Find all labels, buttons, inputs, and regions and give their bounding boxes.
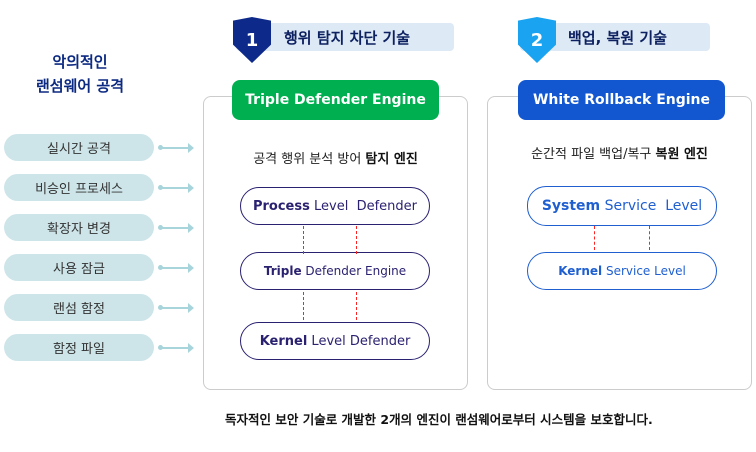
attack-title-line2: 랜섬웨어 공격 — [35, 77, 125, 95]
tech1-subtitle: 공격 행위 분석 방어 탐지 엔진 — [203, 148, 468, 167]
down-arrow-icon — [303, 292, 304, 320]
subtitle-text: 순간적 파일 백업/복구 — [531, 147, 656, 162]
attack-item: 함정 파일 — [4, 334, 154, 361]
level-system: System Service Level — [527, 186, 717, 226]
level-bold: Triple — [263, 264, 302, 278]
tech1-engine-label: Triple Defender Engine — [232, 80, 439, 120]
arrow-icon — [158, 263, 194, 273]
level-kernel: Kernel Level Defender — [240, 322, 430, 360]
level-bold: Process — [252, 198, 310, 214]
up-arrow-icon — [356, 226, 357, 254]
level-bold: Kernel — [259, 333, 308, 349]
shield-icon: 2 — [518, 17, 556, 63]
level-kernel-service: Kernel Service Level — [527, 252, 717, 290]
tech1-header: 행위 탐지 차단 기술 — [236, 23, 454, 51]
level-bold: System — [541, 198, 601, 214]
attack-item: 실시간 공격 — [4, 134, 154, 161]
down-arrow-icon — [594, 226, 595, 250]
level-rest: Service Level — [600, 198, 703, 214]
attack-item: 사용 잠금 — [4, 254, 154, 281]
shield-icon: 1 — [233, 17, 271, 63]
footer-caption: 독자적인 보안 기술로 개발한 2개의 엔진이 랜섬웨어로부터 시스템을 보호합… — [225, 412, 653, 427]
arrow-icon — [158, 223, 194, 233]
level-triple: Triple Defender Engine — [240, 252, 430, 290]
up-arrow-icon — [649, 226, 650, 250]
attack-title-line1: 악의적인 — [52, 53, 108, 71]
down-arrow-icon — [303, 226, 304, 254]
attack-item: 비승인 프로세스 — [4, 174, 154, 201]
tech2-panel — [487, 96, 752, 390]
up-arrow-icon — [356, 292, 357, 320]
level-process: Process Level Defender — [240, 187, 430, 225]
arrow-icon — [158, 143, 194, 153]
level-rest: Level Defender — [307, 333, 411, 349]
level-rest: Level Defender — [309, 198, 417, 214]
level-rest: Defender Engine — [301, 264, 407, 278]
level-bold: Kernel — [558, 264, 603, 278]
attack-item: 확장자 변경 — [4, 214, 154, 241]
subtitle-bold: 탐지 엔진 — [365, 152, 418, 167]
subtitle-text: 공격 행위 분석 방어 — [253, 152, 366, 167]
subtitle-bold: 복원 엔진 — [655, 147, 708, 162]
tech2-engine-label: White Rollback Engine — [518, 80, 725, 120]
tech2-subtitle: 순간적 파일 백업/복구 복원 엔진 — [487, 143, 752, 162]
attack-item: 랜섬 함정 — [4, 294, 154, 321]
arrow-icon — [158, 183, 194, 193]
level-rest: Service Level — [602, 264, 686, 278]
arrow-icon — [158, 343, 194, 353]
arrow-icon — [158, 303, 194, 313]
